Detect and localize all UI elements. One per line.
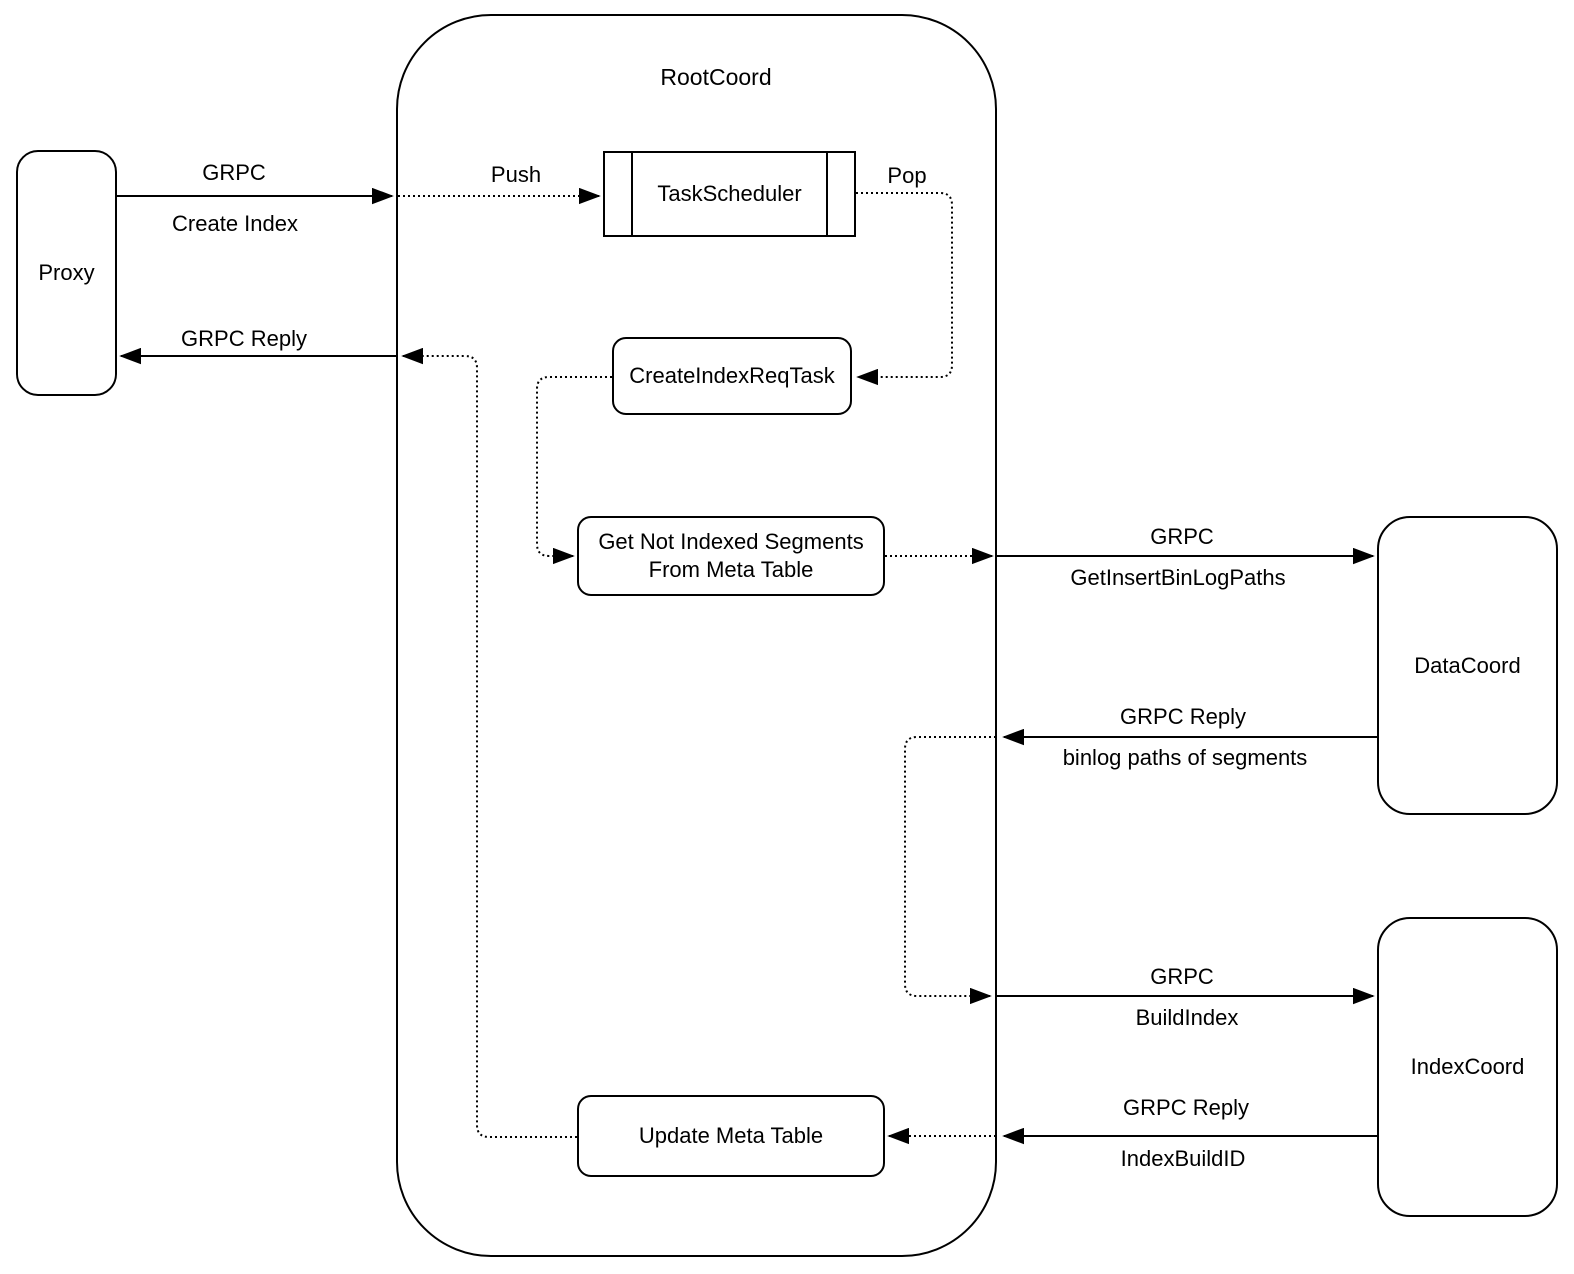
task-scheduler-right-bar: [826, 153, 828, 235]
rootcoord-title: RootCoord: [660, 64, 772, 90]
edge-label-create-index-line2: Create Index: [172, 211, 298, 236]
edge-label-push: Push: [490, 162, 542, 187]
edge-label-get-insert-binlog-line1: GRPC: [1150, 524, 1214, 549]
edge-label-build-index-line2: BuildIndex: [1135, 1005, 1239, 1030]
create-index-req-task-node: CreateIndexReqTask: [612, 337, 852, 415]
edge-label-pop: Pop: [887, 163, 927, 188]
get-not-indexed-segments-node: Get Not Indexed Segments From Meta Table: [577, 516, 885, 596]
task-scheduler-left-bar: [631, 153, 633, 235]
update-meta-table-node: Update Meta Table: [577, 1095, 885, 1177]
get-not-indexed-segments-line1: Get Not Indexed Segments: [598, 529, 864, 554]
indexcoord-label: IndexCoord: [1410, 1054, 1525, 1079]
edge-label-binlog-reply-line1: GRPC Reply: [1120, 704, 1246, 729]
edge-label-index-build-id-line2: IndexBuildID: [1120, 1146, 1246, 1171]
edge-label-get-insert-binlog-line2: GetInsertBinLogPaths: [1070, 565, 1286, 590]
edge-label-create-index-line1: GRPC: [202, 160, 266, 185]
edge-label-build-index-line1: GRPC: [1150, 964, 1214, 989]
indexcoord-node: IndexCoord: [1377, 917, 1558, 1217]
get-not-indexed-segments-line2: From Meta Table: [648, 557, 814, 582]
edge-label-grpc-reply-proxy: GRPC Reply: [181, 326, 307, 351]
datacoord-node: DataCoord: [1377, 516, 1558, 815]
datacoord-label: DataCoord: [1414, 652, 1521, 678]
edge-label-index-build-id-line1: GRPC Reply: [1123, 1095, 1249, 1120]
proxy-label: Proxy: [38, 260, 95, 285]
task-scheduler-label: TaskScheduler: [657, 181, 802, 206]
proxy-node: Proxy: [16, 150, 117, 396]
update-meta-table-label: Update Meta Table: [638, 1123, 824, 1148]
create-index-req-task-label: CreateIndexReqTask: [629, 363, 835, 388]
edge-label-binlog-reply-line2: binlog paths of segments: [1062, 745, 1308, 770]
task-scheduler-node: TaskScheduler: [603, 151, 856, 237]
